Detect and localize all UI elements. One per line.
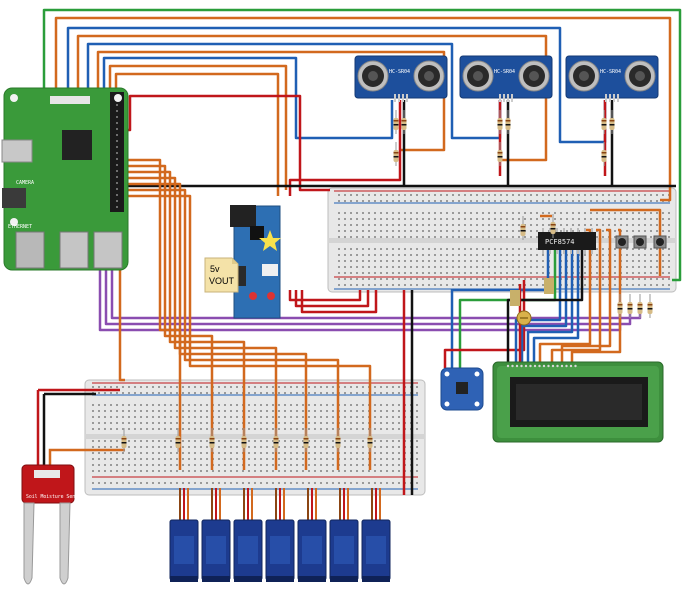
breadboard-top: [327, 187, 677, 293]
wire-orange-top-5: [114, 72, 280, 196]
wire-green-outer: [42, 8, 682, 282]
power-note: 5v VOUT: [204, 257, 239, 293]
resistor-icon: [367, 428, 373, 452]
moisture-sensor-icon: Soil Moisture Sensor: [21, 388, 125, 585]
push-button-icon: [615, 235, 629, 249]
wire-orange-top-4: [108, 64, 288, 190]
wire-red-bundle-3: [300, 290, 378, 314]
soil-label: Soil Moisture Sensor: [26, 494, 84, 500]
resistor-icon: [335, 428, 341, 452]
resistor-icon: [520, 216, 526, 240]
breadboard-bottom: [84, 379, 426, 496]
power-module: [230, 205, 281, 319]
power-note-vout: VOUT: [209, 276, 235, 286]
resistor-icon: [627, 294, 633, 318]
wire-orange-top-2: [76, 34, 548, 162]
wire-blue-imu: [450, 240, 550, 368]
resistor-icon: [497, 142, 503, 166]
resistor-icon: [209, 428, 215, 452]
servo-motor-icon: [361, 488, 391, 582]
push-buttons: [615, 235, 667, 249]
servo-motor-icon: [233, 488, 263, 582]
potentiometer-icon: [516, 310, 532, 326]
wire-red-trig-1: [288, 100, 402, 196]
wire-black-lcd: [506, 250, 584, 362]
resistors-right: [520, 214, 653, 318]
resistor-icon: [601, 142, 607, 166]
resistor-icon: [617, 294, 623, 318]
servo-motor-icon: [297, 488, 327, 582]
raspberry-pi-icon: CAMERA ETHERNET: [1, 87, 129, 271]
ultrasonic-sensor-icon: HC-SR04: [459, 55, 553, 102]
resistor-icon: [273, 428, 279, 452]
servo-motor-icon: [201, 488, 231, 582]
resistor-icon: [497, 110, 503, 134]
pi-label-ethernet: ETHERNET: [8, 224, 32, 230]
wire-orange-top-3: [96, 50, 446, 152]
resistor-icon: [121, 428, 127, 452]
wire-red-power: [124, 94, 330, 192]
star-icon: [259, 230, 281, 251]
servo-motors: [169, 488, 391, 582]
resistor-icon: [393, 142, 399, 166]
lcd-display-icon: [492, 361, 664, 443]
ultrasonic-sensor-icon: HC-SR04: [565, 55, 659, 102]
ultrasonic-sensor-icon: HC-SR04: [354, 55, 448, 102]
resistors-bottom: [121, 428, 373, 452]
resistor-icon: [647, 294, 653, 318]
resistors-top: [393, 110, 615, 166]
resistor-icon: [175, 428, 181, 452]
ultrasonic-label: HC-SR04: [494, 69, 515, 75]
imu-sensor-icon: [440, 367, 484, 411]
resistor-icon: [609, 110, 615, 134]
pi-label-camera: CAMERA: [16, 180, 34, 186]
wire-red-bundle-2: [294, 290, 370, 308]
resistor-icon: [401, 110, 407, 134]
ultrasonic-label: HC-SR04: [600, 69, 621, 75]
power-note-voltage: 5v: [210, 264, 220, 274]
resistor-icon: [601, 110, 607, 134]
ultrasonic-sensors: HC-SR04 HC-SR04 HC-SR04: [354, 55, 659, 102]
servo-motor-icon: [265, 488, 295, 582]
wire-blue-top-3: [102, 56, 394, 140]
resistor-icon: [393, 110, 399, 134]
resistor-icon: [241, 428, 247, 452]
wire-orange-top-1: [54, 16, 672, 202]
servo-motor-icon: [169, 488, 199, 582]
resistor-icon: [303, 428, 309, 452]
servo-motor-icon: [329, 488, 359, 582]
ultrasonic-label: HC-SR04: [389, 69, 410, 75]
wire-red-bundle-1: [288, 290, 362, 302]
resistor-icon: [550, 214, 556, 238]
push-button-icon: [633, 235, 647, 249]
resistor-icon: [505, 110, 511, 134]
resistor-icon: [637, 294, 643, 318]
ic-label: PCF8574: [545, 238, 575, 246]
push-button-icon: [653, 235, 667, 249]
